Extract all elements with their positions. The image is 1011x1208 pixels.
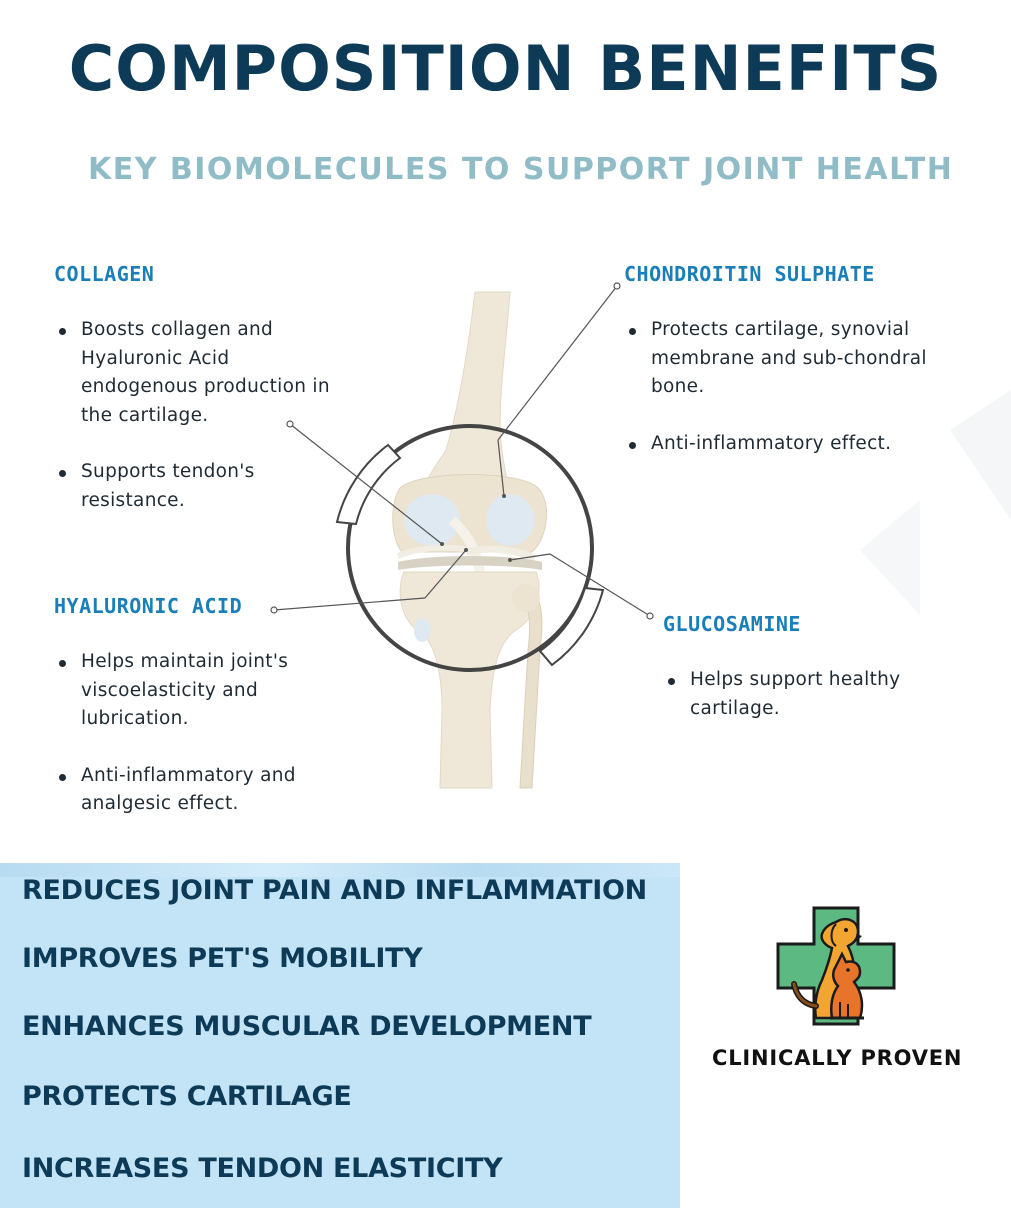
benefit-item: INCREASES TENDON ELASTICITY	[22, 1153, 503, 1184]
hyaluronic-heading: HYALURONIC ACID	[54, 594, 243, 618]
list-item: Supports tendon's resistance.	[55, 458, 335, 515]
chondroitin-heading: CHONDROITIN SULPHATE	[624, 262, 875, 286]
glucosamine-list: Helps support healthy cartilage.	[664, 666, 934, 751]
vet-cross-dog-cat-icon	[776, 906, 896, 1026]
background-decoration	[860, 390, 1011, 615]
list-item: Helps maintain joint's viscoelasticity a…	[55, 648, 345, 734]
benefit-item: ENHANCES MUSCULAR DEVELOPMENT	[22, 1011, 592, 1042]
benefits-panel: REDUCES JOINT PAIN AND INFLAMMATION IMPR…	[0, 863, 680, 1208]
list-item: Protects cartilage, synovial membrane an…	[625, 316, 955, 402]
benefit-item: IMPROVES PET'S MOBILITY	[22, 943, 423, 974]
list-item: Helps support healthy cartilage.	[664, 666, 934, 723]
collagen-list: Boosts collagen and Hyaluronic Acid endo…	[55, 316, 335, 543]
knee-joint-illustration	[270, 282, 654, 789]
clinically-proven-label: CLINICALLY PROVEN	[712, 1046, 963, 1070]
page-subtitle: KEY BIOMOLECULES TO SUPPORT JOINT HEALTH	[88, 152, 954, 187]
list-item: Anti-inflammatory and analgesic effect.	[55, 762, 345, 819]
benefit-item: REDUCES JOINT PAIN AND INFLAMMATION	[22, 875, 647, 906]
chondroitin-list: Protects cartilage, synovial membrane an…	[625, 316, 955, 486]
benefit-item: PROTECTS CARTILAGE	[22, 1081, 352, 1112]
page-title: COMPOSITION BENEFITS	[68, 32, 943, 105]
list-item: Anti-inflammatory effect.	[625, 430, 955, 459]
panel-top-strip	[0, 863, 680, 877]
hyaluronic-list: Helps maintain joint's viscoelasticity a…	[55, 648, 345, 847]
list-item: Boosts collagen and Hyaluronic Acid endo…	[55, 316, 335, 430]
glucosamine-heading: GLUCOSAMINE	[663, 612, 801, 636]
collagen-heading: COLLAGEN	[54, 262, 155, 286]
